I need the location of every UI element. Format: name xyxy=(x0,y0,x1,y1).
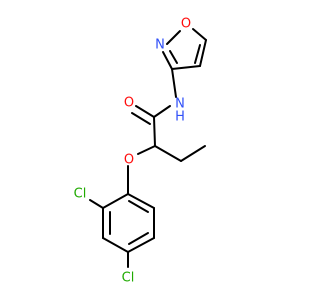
atom-isoxazole-oxygen: O xyxy=(181,17,191,32)
bond-ar-cl-ortho xyxy=(89,199,104,209)
bond-n2-o1 xyxy=(166,30,181,45)
bond-c5-c4-double xyxy=(194,44,201,64)
bond-ethyl1-ethyl2 xyxy=(180,145,206,162)
atom-amide-hydrogen: H xyxy=(175,110,185,125)
atom-chlorine-para: Cl xyxy=(122,271,135,286)
bond-ar-c6-c1 xyxy=(127,193,155,209)
bond-o1-c5 xyxy=(192,28,207,41)
atom-isoxazole-nitrogen: N xyxy=(155,38,165,53)
bond-carbonyl-c-alpha xyxy=(153,116,156,147)
bond-c3-n2-double xyxy=(169,50,178,64)
bond-ar-c3-c4 xyxy=(102,237,129,253)
bond-c3-nh xyxy=(171,68,177,98)
bond-carbonyl-c-o-double xyxy=(131,112,151,125)
molecule-structure: O N N H O O Cl Cl xyxy=(74,17,207,286)
atom-chlorine-ortho: Cl xyxy=(74,187,87,202)
bond-ar-c4-c5-double xyxy=(128,232,149,245)
bond-ar-c4-c5 xyxy=(127,237,155,253)
bond-alpha-ethyl1 xyxy=(154,145,182,162)
bond-c5-c4 xyxy=(199,39,207,67)
bond-nh-carbonyl-c xyxy=(153,105,171,118)
atom-amide-nitrogen: N xyxy=(175,97,185,112)
atom-carbonyl-oxygen: O xyxy=(124,96,134,111)
bond-alpha-ether-o xyxy=(137,145,156,155)
atom-ether-oxygen: O xyxy=(124,153,134,168)
bond-c3-n2 xyxy=(162,51,173,70)
bond-c4-c3 xyxy=(171,65,201,70)
bond-ar-c6-c1-double xyxy=(128,200,149,213)
bond-carbonyl-c-o xyxy=(135,105,155,118)
bond-ar-c1-c2 xyxy=(102,193,129,209)
